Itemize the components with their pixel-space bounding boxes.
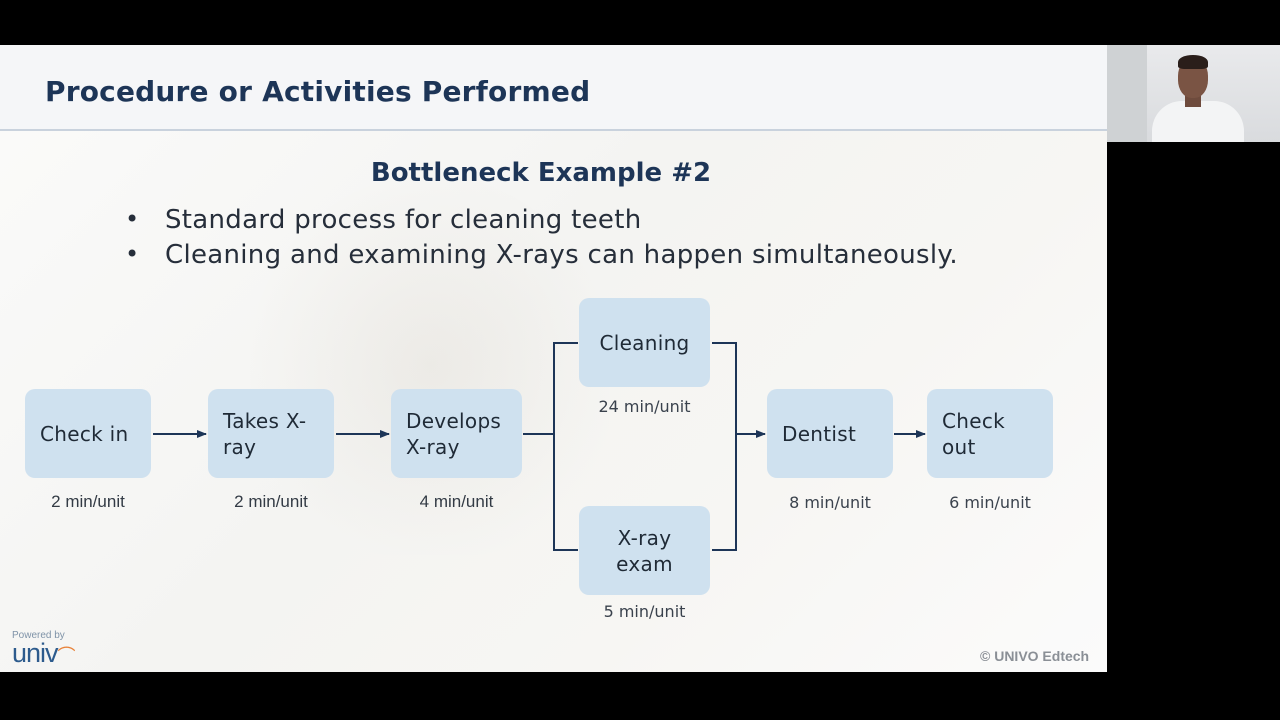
- step-time: 6 min/unit: [949, 493, 1031, 512]
- step-time: 4 min/unit: [419, 492, 494, 511]
- step-time: 5 min/unit: [603, 602, 686, 621]
- step-label-line: X-ray: [406, 434, 460, 459]
- slide-subtitle: Bottleneck Example #2: [370, 158, 712, 188]
- presenter-neck: [1185, 95, 1201, 107]
- bullet-item: Cleaning and examining X-rays can happen…: [125, 240, 958, 275]
- split-bracket: [553, 342, 578, 551]
- bullet-list: Standard process for cleaning teeth Clea…: [125, 205, 958, 275]
- step-time: 2 min/unit: [234, 492, 308, 511]
- step-dentist: Dentist: [767, 389, 893, 478]
- step-label-line: X-ray: [617, 525, 672, 550]
- slide-title: Procedure or Activities Performed: [45, 75, 591, 108]
- step-label: Check in: [40, 421, 129, 446]
- univo-logo: Powered by univ⌒: [12, 630, 76, 668]
- bullet-item: Standard process for cleaning teeth: [125, 205, 958, 240]
- step-label-line: ray: [223, 434, 257, 459]
- logo-text: univ: [12, 638, 59, 668]
- copyright-notice: © UNIVO Edtech: [980, 648, 1090, 664]
- presenter-webcam-thumbnail: [1107, 45, 1280, 142]
- powered-by-label: Powered by: [12, 630, 65, 641]
- presenter-shirt: [1152, 101, 1244, 142]
- step-time: 2 min/unit: [51, 492, 125, 511]
- presentation-slide: Procedure or Activities Performed Bottle…: [0, 45, 1107, 672]
- slide-header: Procedure or Activities Performed: [0, 45, 1107, 131]
- step-label-line: Takes X-: [223, 408, 307, 433]
- step-cleaning: Cleaning: [579, 298, 710, 387]
- step-takes-xray: Takes X-ray: [208, 389, 334, 478]
- step-label-line: out: [942, 434, 976, 459]
- logo-mark-icon: ⌒: [57, 646, 76, 666]
- step-time: 24 min/unit: [598, 397, 691, 416]
- step-label: Dentist: [782, 421, 857, 446]
- step-time: 8 min/unit: [789, 493, 871, 512]
- step-label-line: Check: [942, 408, 1006, 433]
- process-flow-connectors: [153, 342, 926, 551]
- step-label-line: exam: [616, 551, 673, 576]
- step-check-in: Check in: [25, 389, 151, 478]
- webcam-background: [1107, 45, 1147, 142]
- step-label: Cleaning: [599, 330, 690, 355]
- merge-bracket: [712, 342, 737, 551]
- step-label-line: Develops: [406, 408, 502, 433]
- presenter-hair: [1178, 55, 1208, 69]
